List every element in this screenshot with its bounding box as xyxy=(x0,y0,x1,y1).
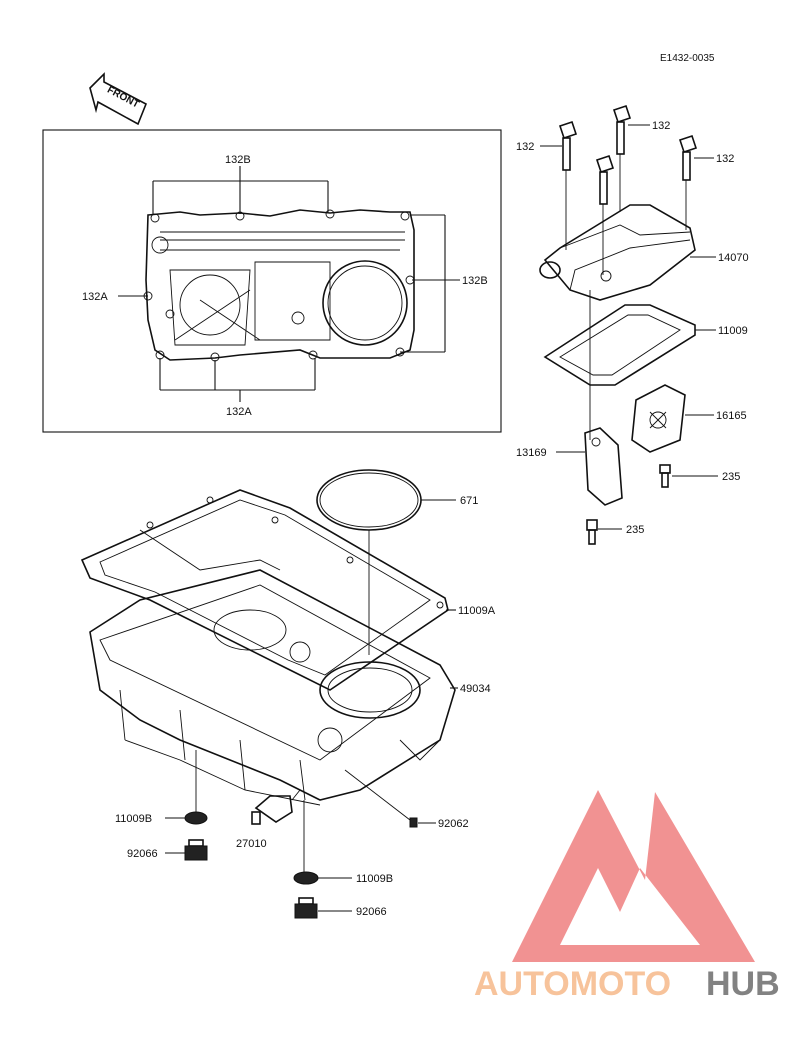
bracket-13169 xyxy=(584,427,623,506)
gasket-11009A xyxy=(80,489,449,691)
callout-132B-top-leader xyxy=(152,166,329,214)
screw-235-icon xyxy=(659,464,671,488)
callout-671: 671 xyxy=(460,495,478,507)
o-ring-671 xyxy=(316,469,422,531)
callout-14070: 14070 xyxy=(718,252,749,264)
callout-132-a: 132 xyxy=(516,141,534,153)
washer-11009B-icon xyxy=(184,811,208,825)
reed-plate-16165 xyxy=(631,384,686,453)
callout-132B-right: 132B xyxy=(462,275,488,287)
oil-pan-49034 xyxy=(89,569,456,806)
callout-13169: 13169 xyxy=(516,447,547,459)
bolt-132-icon xyxy=(612,104,632,155)
callout-11009: 11009 xyxy=(718,325,748,337)
screw-235-icon xyxy=(586,519,598,545)
callout-132A-bottom: 132A xyxy=(226,406,252,418)
gasket-11009 xyxy=(543,304,696,386)
callout-11009A: 11009A xyxy=(458,605,496,617)
bolt-132-icon xyxy=(678,134,698,181)
oil-pressure-switch-27010 xyxy=(251,795,293,825)
plug-92062-icon xyxy=(409,817,418,828)
callout-132A-left: 132A xyxy=(82,291,108,303)
callout-132B-right-leader xyxy=(400,214,460,353)
front-arrow-icon: FRONT xyxy=(89,72,148,126)
callout-132A-bottom-leader xyxy=(159,358,316,402)
diagram-code: E1432-0035 xyxy=(660,53,715,64)
inset-frame xyxy=(42,129,502,433)
drain-plug-92066-icon xyxy=(294,897,318,919)
callout-132-b: 132 xyxy=(652,120,670,132)
callout-27010: 27010 xyxy=(236,838,267,850)
breather-cover-14070 xyxy=(539,204,696,301)
guide-line xyxy=(344,769,411,821)
callout-235-a: 235 xyxy=(722,471,740,483)
watermark-logo: AUTOMOTO HUB xyxy=(474,790,780,1003)
guide-line xyxy=(291,789,301,801)
callout-92062: 92062 xyxy=(438,818,469,830)
callout-16165: 16165 xyxy=(716,410,747,422)
callout-132-c: 132 xyxy=(716,153,734,165)
oil-pan-bottom-view xyxy=(143,209,415,362)
washer-11009B-icon xyxy=(293,871,319,885)
callout-132B-top: 132B xyxy=(225,154,251,166)
callout-49034: 49034 xyxy=(460,683,491,695)
drain-plug-92066-icon xyxy=(184,839,208,861)
callout-11009B-left: 11009B xyxy=(115,813,152,825)
callout-92066-left: 92066 xyxy=(127,848,158,860)
callout-235-b: 235 xyxy=(626,524,644,536)
callout-92066-bottom: 92066 xyxy=(356,906,387,918)
bolt-132-icon xyxy=(558,120,578,171)
watermark-text-part1: AUTOMOTO xyxy=(474,965,671,1003)
bolt-132-icon xyxy=(595,154,615,205)
watermark-text-part2: HUB xyxy=(706,965,780,1003)
front-label: FRONT xyxy=(105,85,141,111)
callout-11009B-bottom: 11009B xyxy=(356,873,393,885)
